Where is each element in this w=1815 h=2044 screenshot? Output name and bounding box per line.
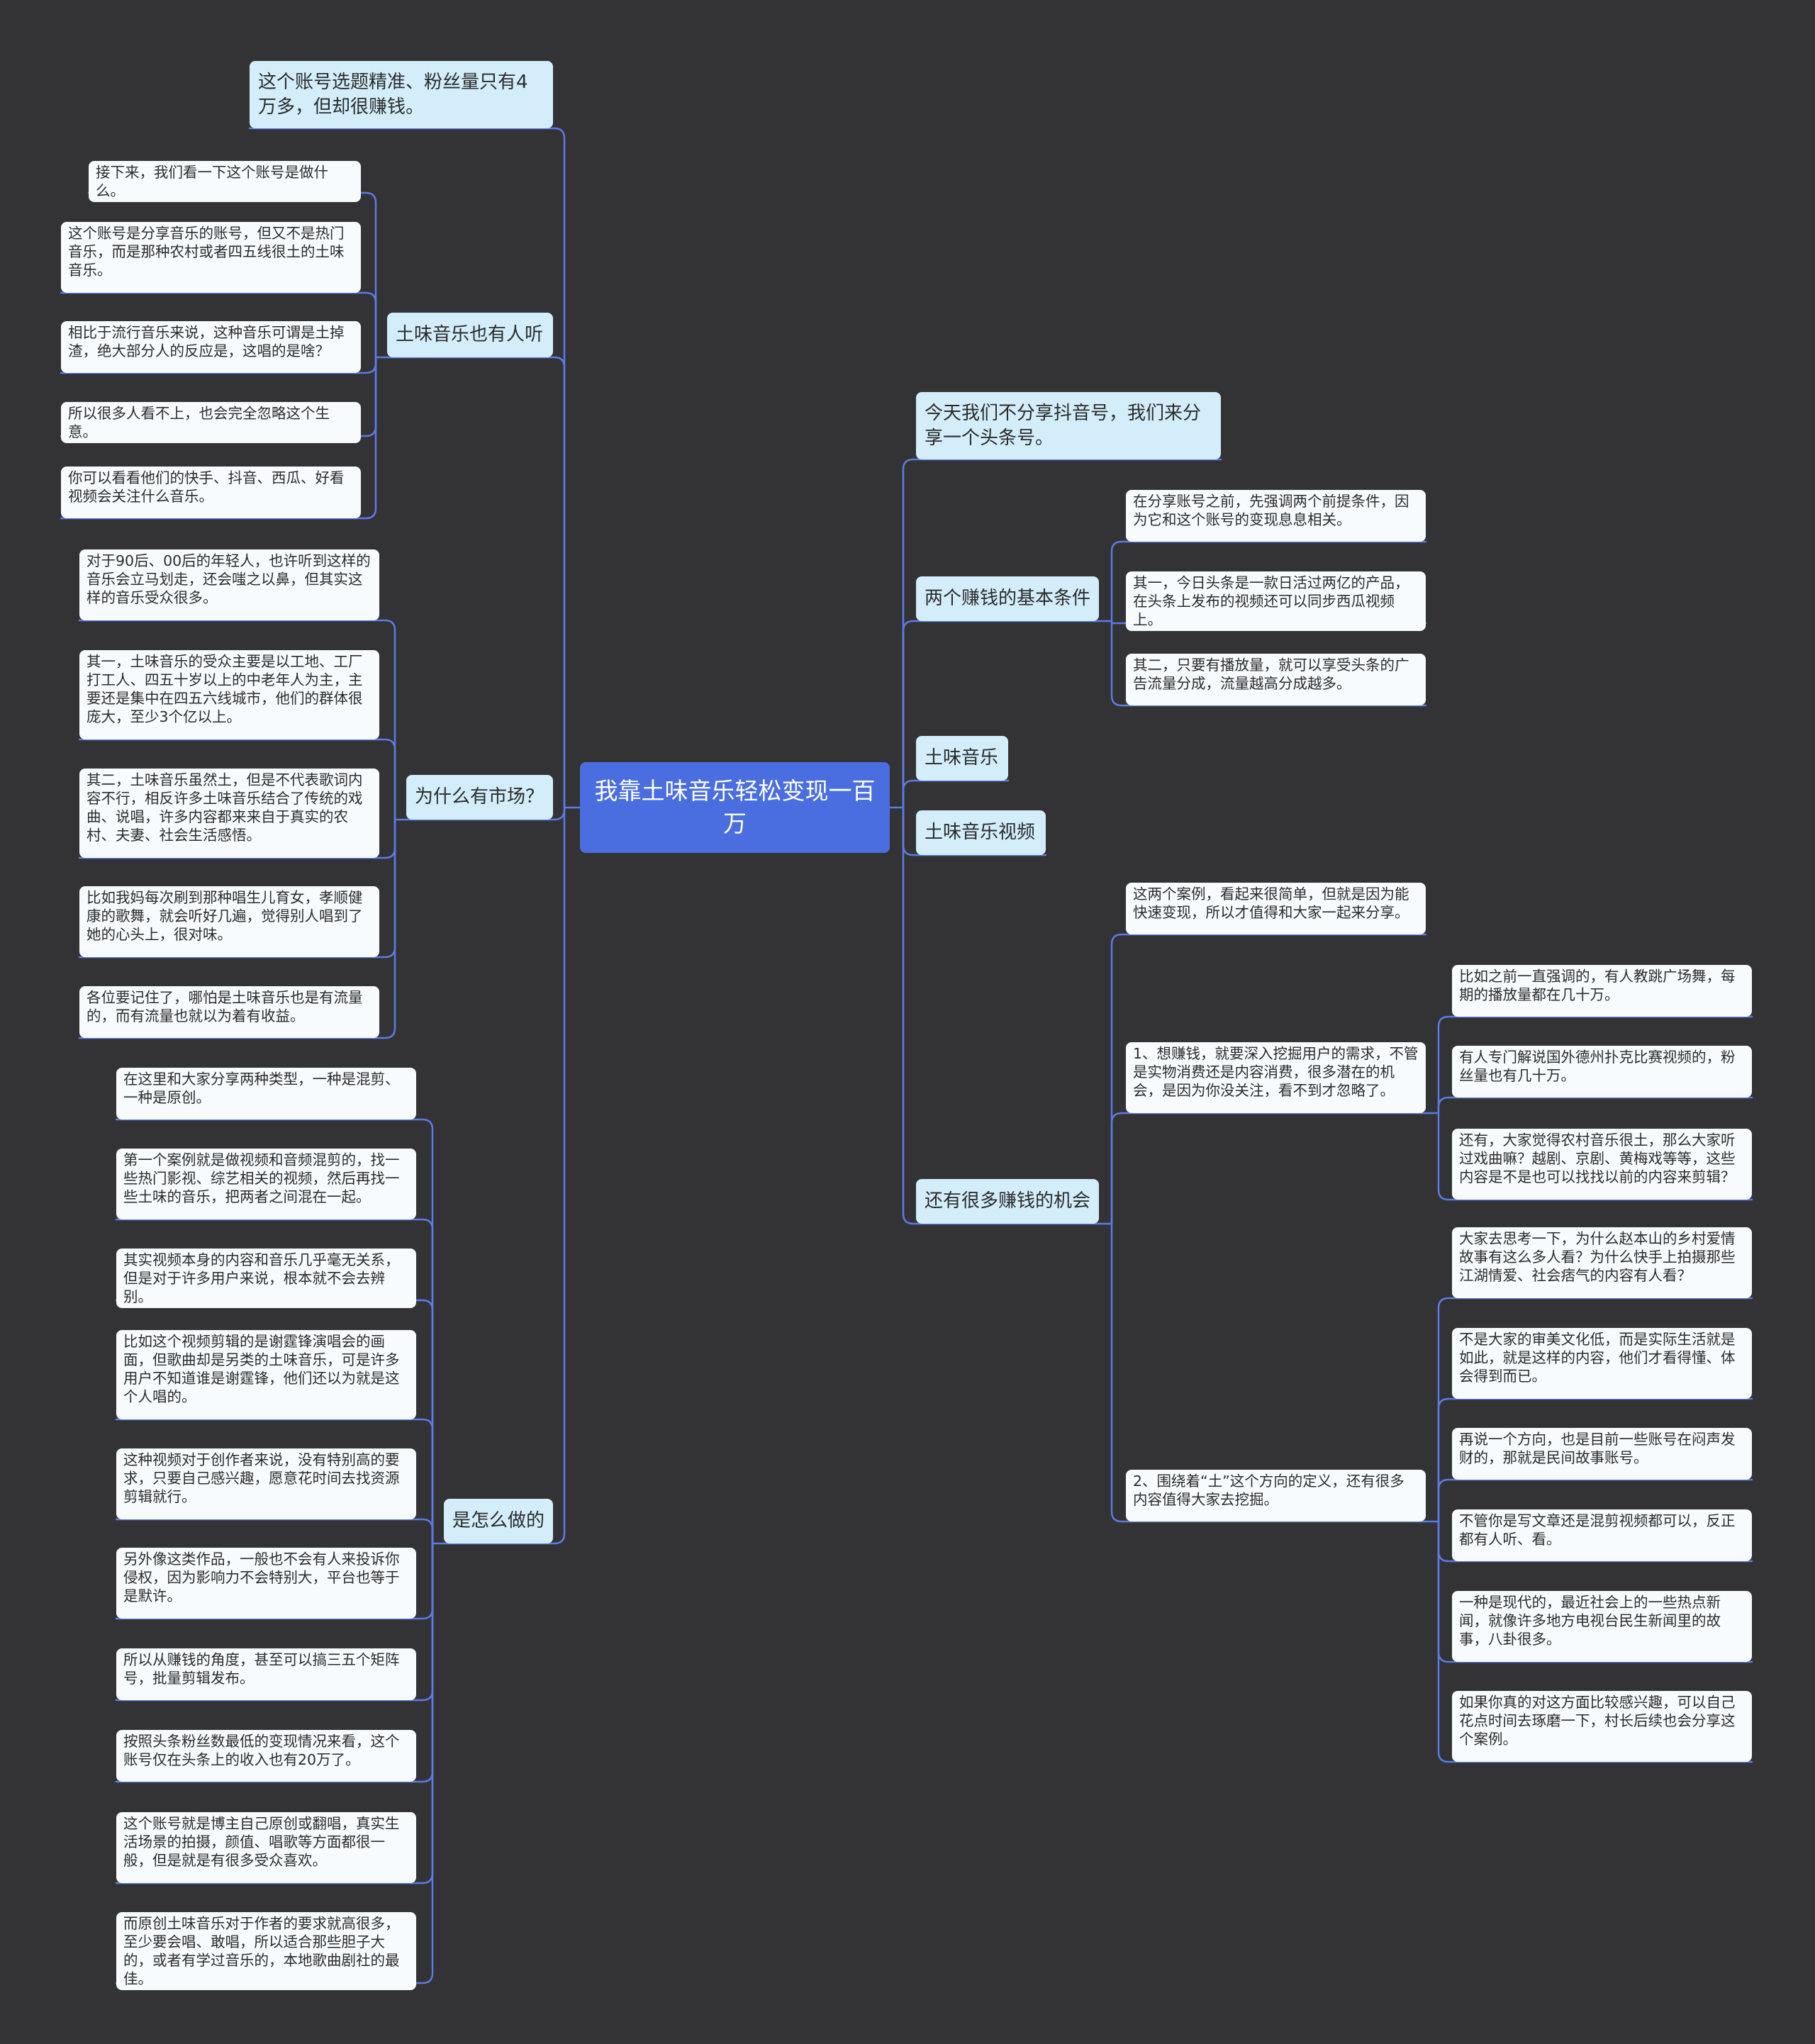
leaf-right-4-1-2[interactable]: 还有，大家觉得农村音乐很土，那么大家听过戏曲嘛？越剧、京剧、黄梅戏等等，这些内容…: [1452, 1129, 1752, 1200]
connector-line: [1110, 540, 1126, 621]
leaf-left-3-9[interactable]: 而原创土味音乐对于作者的要求就高很多，至少要会唱、敢唱，所以适合那些胆子大的，或…: [116, 1912, 416, 1990]
leaf-right-4-2-0[interactable]: 大家去思考一下，为什么赵本山的乡村爱情故事有这么多人看？为什么快手上拍摄那些江湖…: [1452, 1227, 1752, 1298]
connector-line: [416, 1543, 434, 1984]
leaf-left-1-2[interactable]: 相比于流行音乐来说，这种音乐可谓是土掉渣，绝大部分人的反应是，这唱的是啥？: [61, 321, 361, 373]
leaf-right-1-1[interactable]: 其一，今日头条是一款日活过两亿的产品，在头条上发布的视频还可以同步西瓜视频上。: [1126, 571, 1426, 631]
leaf-right-4-1-1[interactable]: 有人专门解说国外德州扑克比赛视频的，粉丝量也有几十万。: [1452, 1046, 1752, 1098]
branch-right-3[interactable]: 土味音乐视频: [916, 810, 1046, 855]
connector-line: [902, 808, 916, 1225]
connector-line: [379, 820, 396, 859]
leaf-left-2-1[interactable]: 其一，土味音乐的受众主要是以工地、工厂打工人、四五十岁以上的中老年人为主，主要还…: [79, 650, 379, 739]
connector-line: [416, 1218, 434, 1543]
leaf-right-1-0[interactable]: 在分享账号之前，先强调两个前提条件，因为它和这个账号的变现息息相关。: [1126, 490, 1426, 542]
connector-line: [1437, 1297, 1452, 1521]
connector-line: [361, 291, 377, 357]
connector-line: [1437, 1096, 1452, 1113]
connector-line: [1437, 1478, 1452, 1521]
connector-line: [416, 1543, 434, 1620]
leaf-right-4-2-1[interactable]: 不是大家的审美文化低，而是实际生活就是如此，就是这样的内容，他们才看得懂、体会得…: [1452, 1328, 1752, 1399]
connector-line: [416, 1543, 434, 1702]
connector-line: [553, 127, 566, 808]
branch-right-1[interactable]: 两个赚钱的基本条件: [916, 576, 1099, 621]
branch-left-1[interactable]: 土味音乐也有人听: [387, 313, 553, 357]
leaf-left-3-7[interactable]: 按照头条粉丝数最低的变现情况来看，这个账号仅在头条上的收入也有20万了。: [116, 1730, 416, 1782]
leaf-left-3-2[interactable]: 其实视频本身的内容和音乐几乎毫无关系，但是对于许多用户来说，根本就不会去辨别。: [116, 1249, 416, 1308]
connector-line: [553, 808, 566, 1545]
leaf-left-1-0[interactable]: 接下来，我们看一下这个账号是做什么。: [89, 161, 361, 202]
connector-line: [379, 738, 396, 820]
leaf-left-3-1[interactable]: 第一个案例就是做视频和音频混剪的，找一些热门影视、综艺相关的视频，然后再找一些土…: [116, 1149, 416, 1219]
leaf-right-4-0[interactable]: 这两个案例，看起来很简单，但就是因为能快速变现，所以才值得和大家一起来分享。: [1126, 883, 1426, 934]
leaf-left-2-4[interactable]: 各位要记住了，哪怕是土味音乐也是有流量的，而有流量也就以为着有收益。: [79, 986, 379, 1038]
leaf-left-3-4[interactable]: 这种视频对于创作者来说，没有特别高的要求，只要自己感兴趣，愿意花时间去找资源剪辑…: [116, 1448, 416, 1519]
branch-left-2[interactable]: 为什么有市场？: [406, 775, 553, 820]
connector-line: [379, 820, 396, 959]
branch-right-4[interactable]: 还有很多赚钱的机会: [916, 1179, 1099, 1224]
leaf-left-2-3[interactable]: 比如我妈每次刷到那种唱生儿育女，孝顺健康的歌舞，就会听好几遍，觉得别人唱到了她的…: [79, 886, 379, 957]
leaf-left-3-5[interactable]: 另外像这类作品，一般也不会有人来投诉你侵权，因为影响力不会特别大，平台也等于是默…: [116, 1548, 416, 1619]
connector-line: [902, 808, 916, 856]
leaf-left-2-2[interactable]: 其二，土味音乐虽然土，但是不代表歌词内容不行，相反许多土味音乐结合了传统的戏曲、…: [79, 769, 379, 858]
leaf-left-3-0[interactable]: 在这里和大家分享两种类型，一种是混剪、一种是原创。: [116, 1068, 416, 1119]
connector-line: [1437, 1015, 1452, 1113]
connector-line: [416, 1518, 434, 1543]
leaf-right-4-2-2[interactable]: 再说一个方向，也是目前一些账号在闷声发财的，那就是民间故事账号。: [1452, 1428, 1752, 1480]
leaf-right-4-1-0[interactable]: 比如之前一直强调的，有人教跳广场舞，每期的播放量都在几十万。: [1452, 965, 1752, 1017]
connector-line: [1437, 1521, 1452, 1563]
connector-line: [553, 808, 566, 821]
connector-line: [1110, 1112, 1126, 1224]
connector-line: [416, 1418, 434, 1543]
connector-line: [1437, 1397, 1452, 1521]
connector-line: [379, 619, 396, 820]
connector-line: [1437, 1521, 1452, 1763]
connector-line: [902, 779, 916, 808]
leaf-left-1-1[interactable]: 这个账号是分享音乐的账号，但又不是热门音乐，而是那种农村或者四五线很土的土味音乐…: [61, 222, 361, 293]
branch-right-0[interactable]: 今天我们不分享抖音号，我们来分享一个头条号。: [916, 392, 1221, 459]
connector-line: [1110, 1224, 1126, 1523]
leaf-left-3-6[interactable]: 所以从赚钱的角度，甚至可以搞三五个矩阵号，批量剪辑发布。: [116, 1648, 416, 1700]
connector-line: [379, 820, 396, 1039]
branch-right-2[interactable]: 土味音乐: [916, 736, 1008, 781]
leaf-left-1-3[interactable]: 所以很多人看不上，也会完全忽略这个生意。: [61, 402, 361, 443]
connector-line: [416, 1299, 434, 1543]
leaf-right-4-2-3[interactable]: 不管你是写文章还是混剪视频都可以，反正都有人听、看。: [1452, 1509, 1752, 1561]
connector-line: [361, 191, 377, 357]
leaf-right-1-2[interactable]: 其二，只要有播放量，就可以享受头条的广告流量分成，流量越高分成越多。: [1126, 654, 1426, 705]
branch-left-3[interactable]: 是怎么做的: [444, 1499, 553, 1543]
leaf-left-2-0[interactable]: 对于90后、00后的年轻人，也许听到这样的音乐会立马划走，还会嗤之以鼻，但其实这…: [79, 549, 379, 620]
connector-line: [361, 357, 377, 520]
connector-line: [902, 620, 916, 808]
connector-line: [1110, 621, 1126, 707]
connector-line: [416, 1543, 434, 1783]
root-topic[interactable]: 我靠土味音乐轻松变现一百万: [580, 762, 890, 853]
leaf-right-4-2-4[interactable]: 一种是现代的，最近社会上的一些热点新闻，就像许多地方电视台民生新闻里的故事，八卦…: [1452, 1591, 1752, 1662]
branch-left-0[interactable]: 这个账号选题精准、粉丝量只有4万多，但却很赚钱。: [250, 61, 553, 128]
leaf-right-4-1[interactable]: 1、想赚钱，就要深入挖掘用户的需求，不管是实物消费还是内容消费，很多潜在的机会，…: [1126, 1042, 1426, 1113]
connector-line: [902, 458, 916, 808]
connector-line: [1437, 1113, 1452, 1201]
connector-line: [416, 1118, 434, 1543]
leaf-left-3-3[interactable]: 比如这个视频剪辑的是谢霆锋演唱会的画面，但歌曲却是另类的土味音乐，可是许多用户不…: [116, 1330, 416, 1419]
connector-line: [553, 356, 566, 808]
connector-line: [1110, 933, 1126, 1224]
leaf-right-4-2-5[interactable]: 如果你真的对这方面比较感兴趣，可以自己花点时间去琢磨一下，村长后续也会分享这个案…: [1452, 1691, 1752, 1762]
leaf-left-1-4[interactable]: 你可以看看他们的快手、抖音、西瓜、好看视频会关注什么音乐。: [61, 467, 361, 518]
leaf-right-4-2[interactable]: 2、围绕着“土”这个方向的定义，还有很多内容值得大家去挖掘。: [1126, 1470, 1426, 1521]
connector-line: [416, 1543, 434, 1884]
connector-line: [1437, 1521, 1452, 1663]
connector-line: [361, 357, 377, 374]
leaf-left-3-8[interactable]: 这个账号就是博主自己原创或翻唱，真实生活场景的拍摄，颜值、唱歌等方面都很一般，但…: [116, 1812, 416, 1883]
